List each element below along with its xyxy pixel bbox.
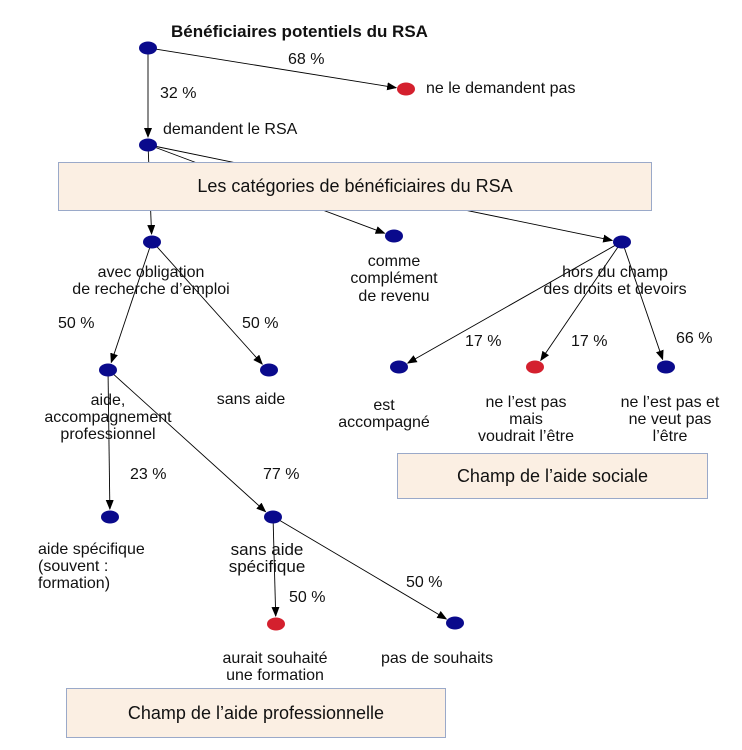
pct-nospec-wish: 50 % — [289, 589, 326, 606]
node-no-wish — [446, 616, 464, 630]
label-not-want-2: ne veut pas — [628, 411, 712, 428]
node-aid-pro — [99, 363, 117, 377]
pct-aid-spec: 23 % — [130, 466, 167, 483]
pct-out-would: 17 % — [571, 333, 608, 350]
box-professional: Champ de l’aide professionnelle — [66, 688, 446, 738]
edge-obligation-to-aid_pro — [110, 246, 151, 364]
label-would-like-1: ne l’est pas — [485, 394, 567, 411]
box-professional-label: Champ de l’aide professionnelle — [127, 702, 385, 723]
node-no-specific — [264, 510, 282, 524]
pct-nospec-nowish: 50 % — [406, 574, 443, 591]
label-no-aid: sans aide — [216, 391, 286, 408]
node-would-like — [526, 360, 544, 374]
label-specific-2: (souvent : — [38, 558, 109, 575]
edge-outside-to-would_like — [540, 245, 619, 362]
label-outside-2: des droits et devoirs — [543, 281, 687, 298]
pct-obl-aid: 50 % — [58, 315, 95, 332]
node-obligation — [143, 235, 161, 249]
pct-aid-nospec: 77 % — [263, 466, 300, 483]
label-obligation-2: de recherche d’emploi — [72, 281, 230, 298]
label-not-want-1: ne l’est pas et — [620, 394, 720, 411]
label-wished-training-2: une formation — [226, 667, 324, 684]
label-complement-1: comme — [367, 253, 421, 270]
label-complement-2: complément — [350, 270, 438, 287]
label-outside-1: hors du champ — [562, 264, 668, 281]
label-no-specific-1: sans aide — [230, 540, 304, 559]
edge-outside-to-accompanied — [406, 244, 617, 364]
label-aid-pro-1: aide, — [90, 392, 126, 409]
edge-root-to-no_request — [153, 48, 398, 91]
pct-root-yes: 32 % — [160, 85, 197, 102]
box-categories: Les catégories de bénéficiaires du RSA — [58, 162, 652, 211]
edge-no_specific-to-no_wish — [277, 519, 448, 620]
box-social: Champ de l’aide sociale — [397, 453, 708, 499]
pct-root-no: 68 % — [288, 51, 325, 68]
node-outside — [613, 235, 631, 249]
box-social-label: Champ de l’aide sociale — [456, 465, 649, 486]
label-aid-pro-3: professionnel — [60, 426, 156, 443]
label-wished-training-1: aurait souhaité — [222, 650, 328, 667]
edge-no_specific-to-wished_training — [271, 521, 280, 618]
box-categories-label: Les catégories de bénéficiaires du RSA — [197, 176, 513, 196]
pct-obl-noaid: 50 % — [242, 315, 279, 332]
nodes — [99, 41, 675, 631]
label-aid-pro-2: accompagnement — [44, 409, 172, 426]
label-would-like-2: mais — [509, 411, 543, 428]
label-specific-3: formation) — [38, 575, 111, 592]
label-no-specific-2: spécifique — [228, 557, 306, 576]
label-specific-1: aide spécifique — [38, 541, 145, 558]
node-root — [139, 41, 157, 55]
edge-aid_pro-to-specific — [105, 374, 114, 511]
edge-aid_pro-to-no_specific — [112, 372, 267, 513]
node-specific — [101, 510, 119, 524]
title: Bénéficiaires potentiels du RSA — [171, 22, 428, 41]
pct-out-acc: 17 % — [465, 333, 502, 350]
label-accompanied-2: accompagné — [338, 414, 430, 431]
node-complement — [385, 229, 403, 243]
label-no-wish: pas de souhaits — [381, 650, 494, 667]
node-accompanied — [390, 360, 408, 374]
node-no-aid — [260, 363, 278, 377]
label-request: demandent le RSA — [163, 121, 298, 138]
label-accompanied-1: est — [373, 397, 395, 414]
edge-outside-to-not_want — [623, 246, 664, 361]
node-no-request — [397, 82, 415, 96]
label-not-want-3: l’être — [652, 428, 688, 445]
node-request — [139, 138, 157, 152]
label-no-request: ne le demandent pas — [426, 80, 576, 97]
label-obligation-1: avec obligation — [97, 264, 205, 281]
edge-obligation-to-no_aid — [155, 245, 263, 365]
label-complement-3: de revenu — [358, 288, 430, 305]
label-would-like-3: voudrait l’être — [477, 428, 575, 445]
pct-out-not: 66 % — [676, 330, 713, 347]
node-not-want — [657, 360, 675, 374]
node-wished-training — [267, 617, 285, 631]
